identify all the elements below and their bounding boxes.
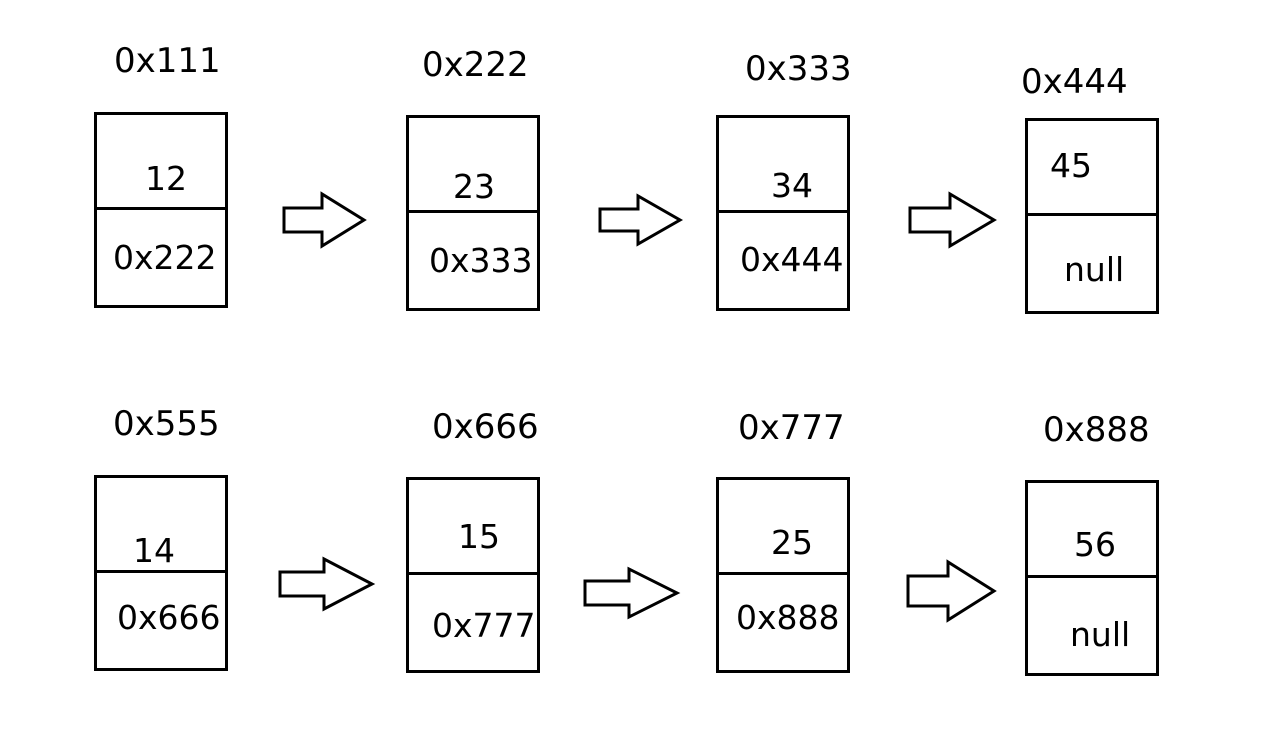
node-next-pointer: null bbox=[1070, 615, 1131, 654]
node-value-cell: 56 bbox=[1028, 483, 1156, 581]
node-value-cell: 12 bbox=[97, 115, 225, 213]
next-arrow-icon bbox=[278, 556, 376, 612]
list-node: 56 null bbox=[1025, 480, 1159, 676]
next-arrow-icon bbox=[906, 559, 997, 623]
node-address: 0x222 bbox=[422, 45, 529, 85]
list-node: 25 0x888 bbox=[716, 477, 850, 673]
node-value: 45 bbox=[1050, 146, 1092, 185]
node-next-pointer: null bbox=[1064, 250, 1125, 289]
node-value: 34 bbox=[771, 166, 813, 205]
node-next-pointer: 0x222 bbox=[113, 238, 217, 277]
list-node: 14 0x666 bbox=[94, 475, 228, 671]
node-next-pointer: 0x333 bbox=[429, 241, 533, 280]
list-node: 23 0x333 bbox=[406, 115, 540, 311]
node-next-pointer-cell: 0x888 bbox=[719, 572, 847, 670]
node-address: 0x555 bbox=[113, 404, 220, 444]
list-node: 15 0x777 bbox=[406, 477, 540, 673]
node-value-cell: 23 bbox=[409, 118, 537, 216]
node-next-pointer-cell: null bbox=[1028, 213, 1156, 311]
node-value-cell: 45 bbox=[1028, 121, 1156, 219]
list-node: 45 null bbox=[1025, 118, 1159, 314]
node-next-pointer-cell: null bbox=[1028, 575, 1156, 673]
node-value: 14 bbox=[133, 531, 175, 570]
list-node: 12 0x222 bbox=[94, 112, 228, 308]
node-next-pointer-cell: 0x666 bbox=[97, 570, 225, 668]
node-next-pointer: 0x777 bbox=[432, 606, 536, 645]
next-arrow-icon bbox=[282, 191, 367, 249]
node-address: 0x777 bbox=[738, 408, 845, 448]
node-value-cell: 14 bbox=[97, 478, 225, 576]
next-arrow-icon bbox=[598, 193, 684, 247]
node-next-pointer-cell: 0x222 bbox=[97, 207, 225, 305]
node-next-pointer: 0x666 bbox=[117, 598, 221, 637]
node-address: 0x333 bbox=[745, 49, 852, 89]
node-next-pointer-cell: 0x777 bbox=[409, 572, 537, 670]
node-value: 25 bbox=[771, 523, 813, 562]
node-next-pointer-cell: 0x333 bbox=[409, 210, 537, 308]
node-next-pointer: 0x888 bbox=[736, 598, 840, 637]
node-value-cell: 25 bbox=[719, 480, 847, 578]
node-value: 56 bbox=[1074, 525, 1116, 564]
node-address: 0x888 bbox=[1043, 410, 1150, 450]
next-arrow-icon bbox=[908, 191, 997, 249]
node-next-pointer-cell: 0x444 bbox=[719, 210, 847, 308]
node-address: 0x111 bbox=[114, 41, 221, 81]
node-value: 23 bbox=[453, 167, 495, 206]
node-value-cell: 15 bbox=[409, 480, 537, 578]
node-next-pointer: 0x444 bbox=[740, 240, 844, 279]
node-address: 0x666 bbox=[432, 407, 539, 447]
node-value: 12 bbox=[145, 159, 187, 198]
node-value: 15 bbox=[458, 517, 500, 556]
node-address: 0x444 bbox=[1021, 62, 1128, 102]
node-value-cell: 34 bbox=[719, 118, 847, 216]
list-node: 34 0x444 bbox=[716, 115, 850, 311]
next-arrow-icon bbox=[583, 566, 681, 620]
